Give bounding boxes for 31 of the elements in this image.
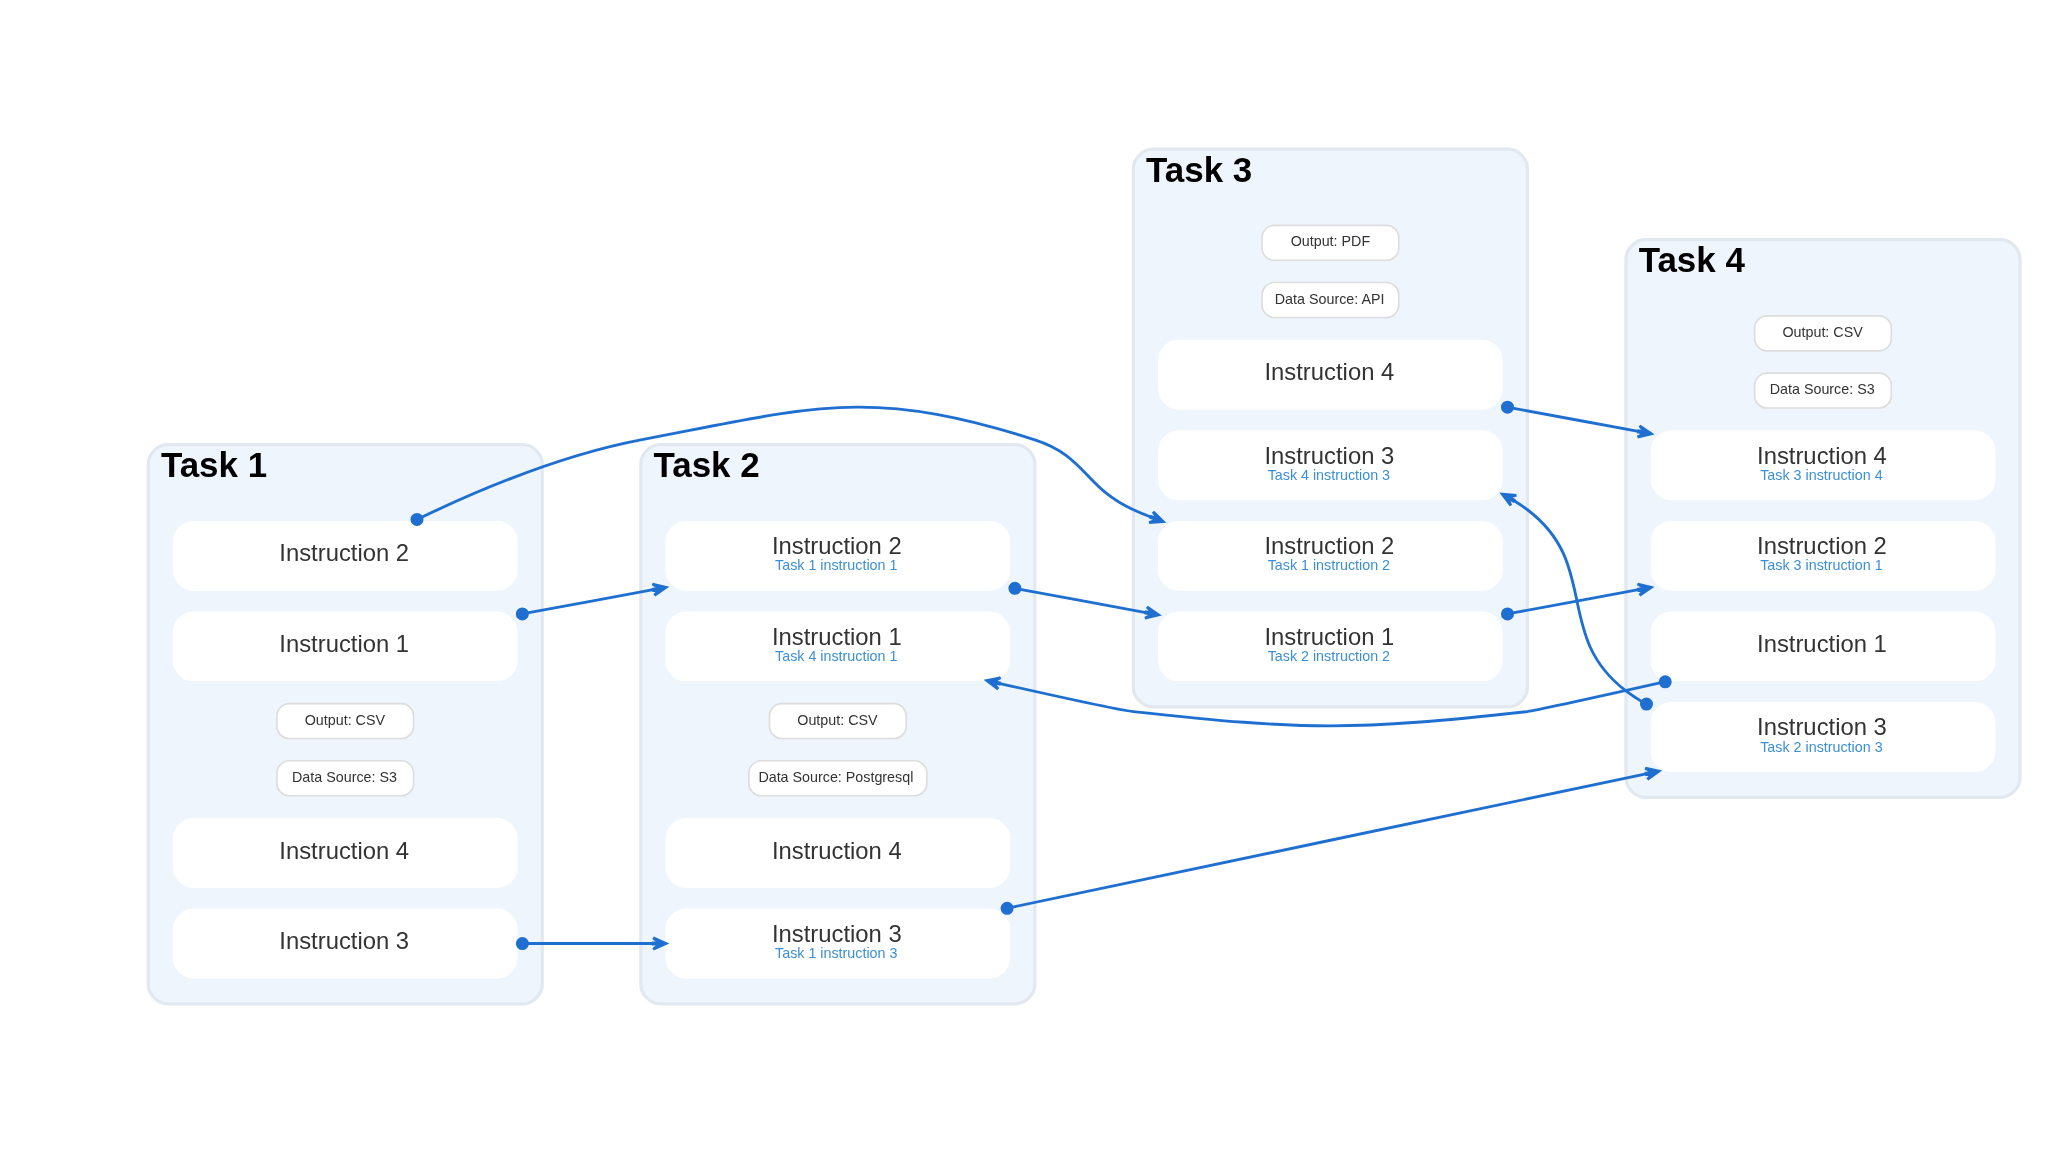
node-box: Data Source: Postgresql [748,759,928,797]
node-box: Data Source: API [1261,281,1400,318]
arrow [1500,400,1653,438]
node-box: Instruction 4 [1158,339,1503,410]
node-box: Instruction 3 Task 4 instruction 3 [1158,429,1503,500]
node-box: Data Source: S3 [1753,371,1893,409]
arrow [1000,766,1661,915]
arrow [1500,582,1653,620]
arrow [515,935,668,951]
node-box: Instruction 2 [172,520,518,591]
node-box: Instruction 4 Task 3 instruction 4 [1650,429,1996,500]
arrow [515,582,668,620]
node-box: Instruction 2 Task 3 instruction 1 [1650,520,1996,591]
arrow [1008,581,1160,620]
node-box: Instruction 3 [172,908,518,978]
node-box: Instruction 1 [172,610,518,681]
node-box: Instruction 2 Task 1 instruction 1 [665,520,1011,591]
node-box: Instruction 1 Task 4 instruction 1 [665,610,1011,681]
node-box: Instruction 2 Task 1 instruction 2 [1158,520,1503,591]
arrow [985,674,1672,727]
arrow [1501,492,1653,711]
node-box: Data Source: S3 [276,759,415,797]
node-box: Output: CSV [276,702,415,739]
node-box: Output: CSV [768,702,907,739]
node-box: Instruction 3 Task 1 instruction 3 [665,908,1011,978]
node-box: Instruction 3 Task 2 instruction 3 [1650,701,1996,772]
node-box: Instruction 1 Task 2 instruction 2 [1158,610,1503,681]
arrow [410,405,1165,526]
node-box: Output: CSV [1753,314,1893,352]
node-box: Output: PDF [1261,224,1400,261]
node-box: Instruction 1 [1650,610,1996,681]
